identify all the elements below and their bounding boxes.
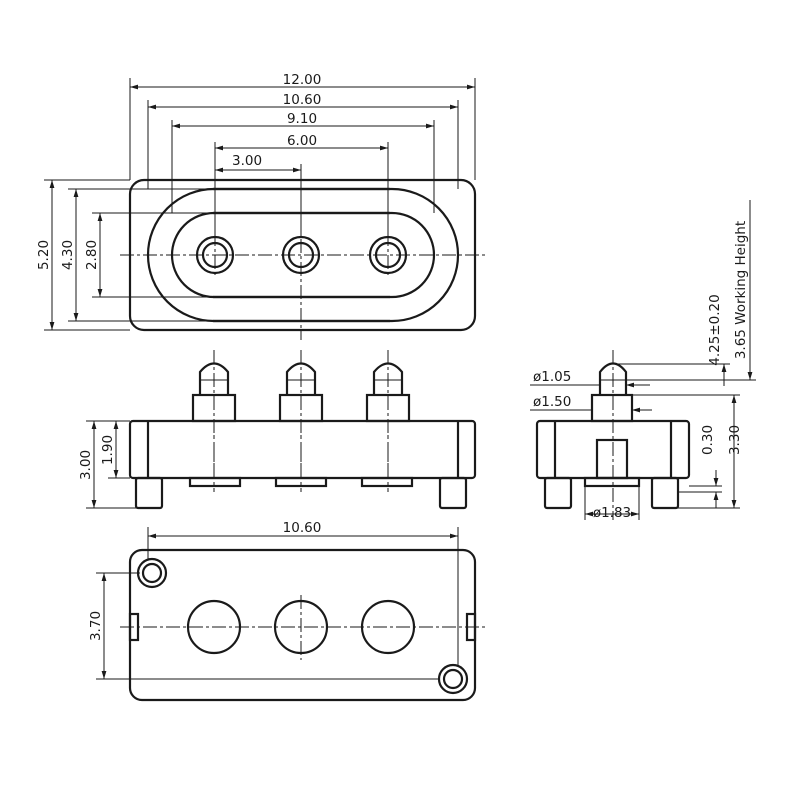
dim-inner-slot-width: 9.10 (171, 111, 435, 213)
dim-inner-slot-height: 2.80 (84, 212, 215, 298)
dim-plunger-diameter-label: ø1.50 (533, 394, 571, 410)
dim-post-offset-label: 0.30 (700, 425, 716, 455)
dim-body-total-height: 3.00 (78, 420, 136, 509)
bottom-view-body (128, 548, 477, 702)
front-view-pad-1 (188, 476, 242, 488)
dim-outer-slot-height: 4.30 (60, 188, 215, 322)
dim-overall-height-label: 5.20 (36, 240, 52, 270)
dim-bottom-slot-width: 10.60 (147, 520, 459, 665)
front-view-body (128, 419, 477, 480)
dim-pocket-height: 3.70 (88, 572, 440, 680)
dim-body-total-height-label: 3.00 (78, 450, 94, 480)
side-view-post-left (543, 476, 573, 510)
dim-working-height: 4.25±0.20 (613, 294, 730, 386)
dim-outer-slot-width: 10.60 (147, 92, 459, 189)
dim-outer-slot-height-label: 4.30 (60, 240, 76, 270)
dim-pocket-height-label: 3.70 (88, 611, 104, 641)
dim-outer-pin-pitch: 6.00 (214, 133, 389, 237)
dim-post-diameter-label: ø1.83 (593, 505, 631, 521)
top-view-inner-slot (170, 211, 436, 299)
dim-outer-slot-width-label: 10.60 (283, 92, 322, 108)
dim-outer-pin-pitch-label: 6.00 (287, 133, 317, 149)
side-view-pin (590, 362, 634, 423)
dim-body-height: 3.30 (632, 394, 743, 509)
dim-post-offset: 0.30 (678, 425, 722, 508)
bottom-view-post-left (136, 557, 168, 589)
front-view-pad-3 (360, 476, 414, 488)
dim-pin-pitch-label: 3.00 (232, 153, 262, 169)
side-view-post-right (650, 476, 680, 510)
side-view-pin-socket (595, 438, 629, 480)
dim-body-height-label: 3.30 (727, 425, 743, 455)
dim-overall-height: 5.20 (36, 179, 130, 331)
front-view-post-left (134, 476, 164, 510)
dim-body-upper-height: 1.90 (100, 421, 130, 479)
dim-overall-width: 12.00 (129, 72, 476, 180)
dim-pin-pitch: 3.00 (215, 153, 302, 237)
bottom-view-post-right (437, 663, 469, 695)
dim-inner-slot-width-label: 9.10 (287, 111, 317, 127)
top-view: 12.00 10.60 9.10 6.00 3.00 (36, 72, 485, 340)
dim-tip-diameter-label: ø1.05 (533, 369, 571, 385)
front-view: 3.00 1.90 (78, 350, 477, 510)
dim-working-height-2: 3.65 Working Height (613, 200, 756, 381)
dim-inner-slot-height-label: 2.80 (84, 240, 100, 270)
dim-bottom-slot-width-label: 10.60 (283, 520, 322, 536)
bottom-view: 10.60 3.70 (88, 520, 485, 702)
dim-free-height-label: 4.25±0.20 (707, 294, 723, 365)
dim-body-upper-height-label: 1.90 (100, 435, 116, 465)
side-view: ø1.05 ø1.50 ø1.83 0.30 3.30 (530, 200, 756, 521)
dim-tip-diameter: ø1.05 (530, 369, 650, 388)
front-view-post-right (438, 476, 468, 510)
dim-overall-width-label: 12.00 (283, 72, 322, 88)
dim-working-height-label: 3.65 Working Height (733, 221, 749, 359)
side-view-pad (583, 476, 641, 488)
dim-plunger-diameter: ø1.50 (530, 394, 652, 413)
dim-post-diameter: ø1.83 (584, 486, 640, 521)
